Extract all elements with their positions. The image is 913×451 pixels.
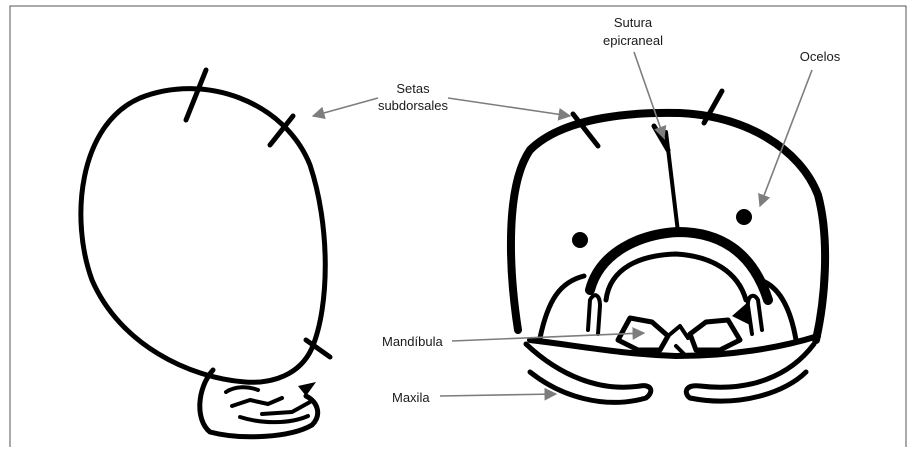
label-setas-line1: Setas [396,81,430,96]
label-mandibula: Mandíbula [382,334,443,349]
label-ocelos: Ocelos [800,49,841,64]
label-maxila: Maxila [392,390,430,405]
epicranial-suture [666,132,678,232]
label-sutura-line2: epicraneal [603,33,663,48]
ocellus-right [736,209,752,225]
arrow-setas-left [313,98,378,116]
ocellus-left [572,232,588,248]
lateral-view-head [81,70,330,437]
arrow-setas-right [448,98,570,116]
arrow-maxila [440,394,556,396]
mandible-tooth [298,382,316,396]
labrum [606,254,746,300]
frontal-view-head [511,91,825,402]
mandible-lateral [226,387,310,422]
seta-dorsal-lateral [186,70,206,120]
arrow-sutura [634,52,664,138]
head-capsule-lateral [81,89,325,383]
mandible-frontal-right [690,320,740,350]
palp-left [588,295,600,334]
label-sutura-line1: Sutura [614,15,653,30]
gena-left [540,276,584,338]
figure-frame [10,6,906,447]
label-setas-line2: subdorsales [378,98,449,113]
mandible-teeth [668,326,688,354]
